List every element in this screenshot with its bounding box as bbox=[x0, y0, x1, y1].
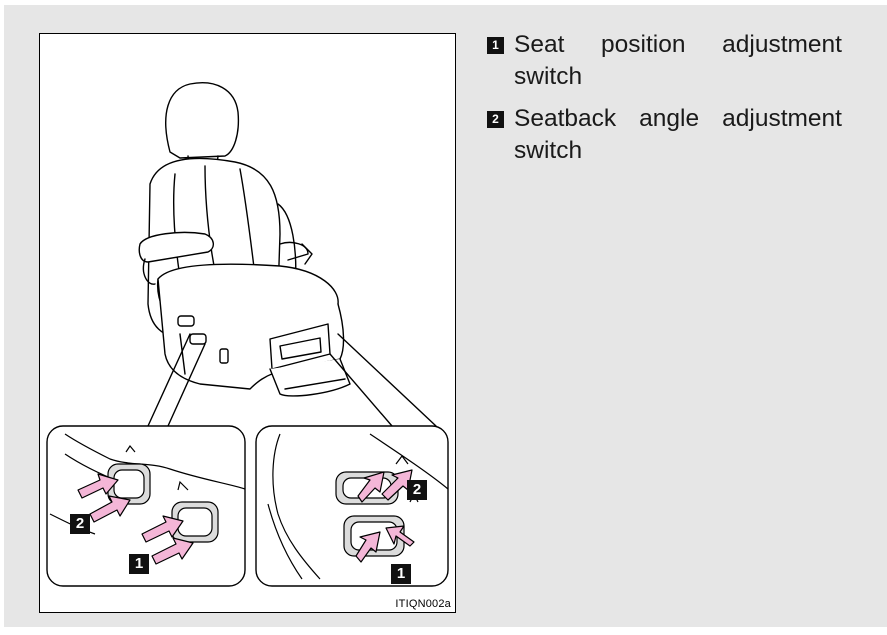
callout-2-right: 2 bbox=[407, 480, 427, 500]
callout-1-left: 1 bbox=[129, 554, 149, 574]
legend-item: 2 Seatback angle adjustment switch bbox=[487, 103, 842, 167]
legend-badge: 2 bbox=[487, 111, 504, 128]
callout-2-left: 2 bbox=[70, 514, 90, 534]
legend-label: Seat position adjustment switch bbox=[514, 29, 842, 93]
legend-badge: 1 bbox=[487, 37, 504, 54]
legend-label: Seatback angle adjustment switch bbox=[514, 103, 842, 167]
seat-drawing bbox=[40, 34, 457, 614]
legend-item: 1 Seat position adjustment switch bbox=[487, 29, 842, 93]
seat-illustration: 2 1 2 1 ITIQN002a bbox=[39, 33, 456, 613]
callout-1-right: 1 bbox=[391, 564, 411, 584]
content-panel: 2 1 2 1 ITIQN002a 1 Seat position adjust… bbox=[4, 5, 887, 627]
legend: 1 Seat position adjustment switch 2 Seat… bbox=[487, 29, 842, 177]
figure-code: ITIQN002a bbox=[395, 598, 451, 610]
